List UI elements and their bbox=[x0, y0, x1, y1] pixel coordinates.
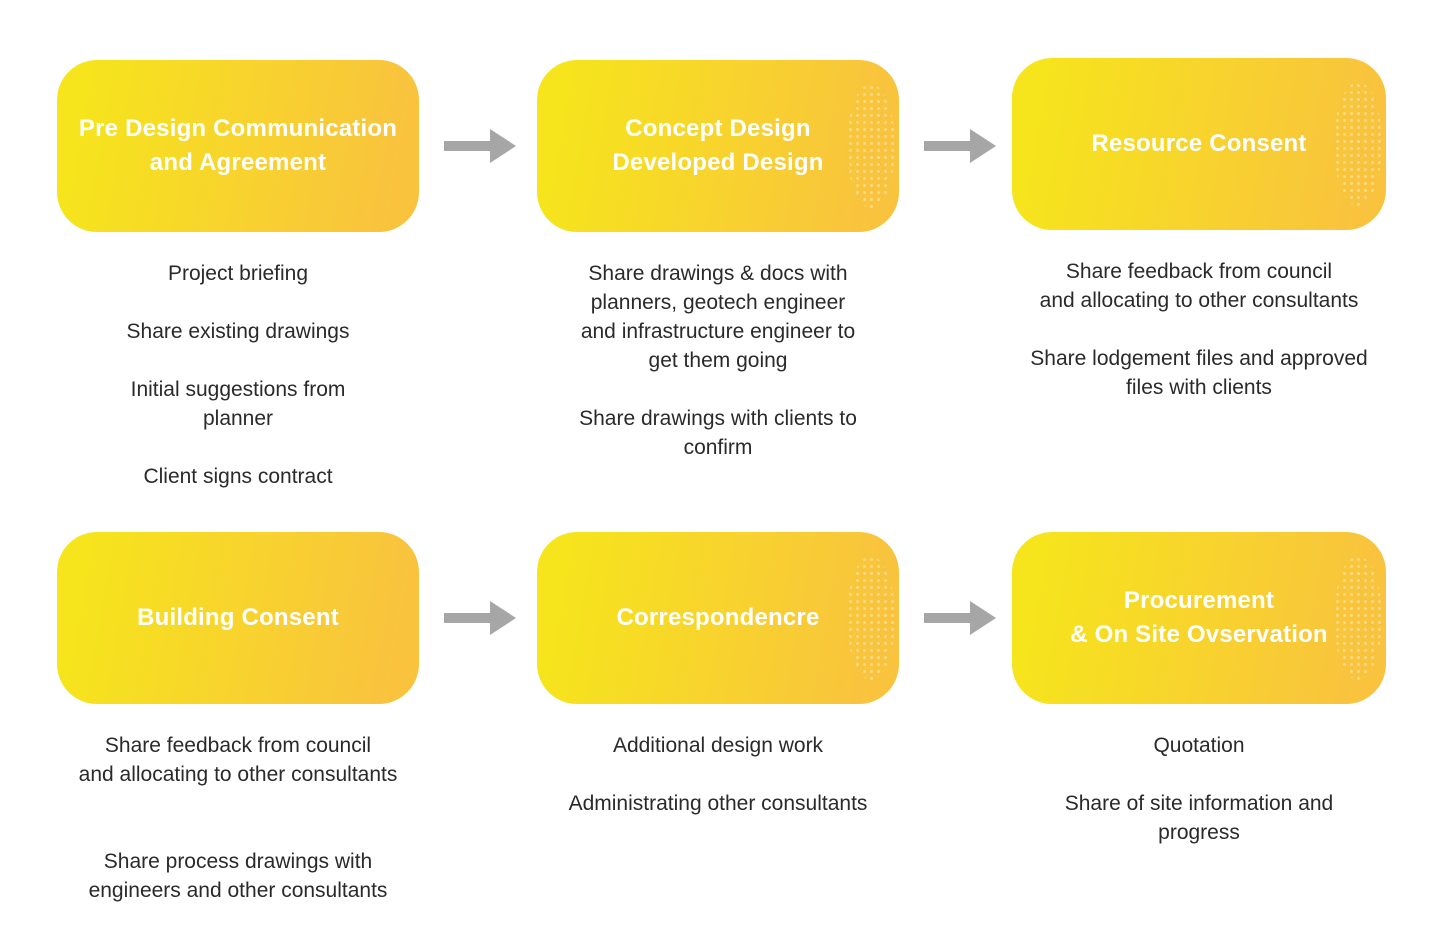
stage-correspondence: Correspondencre Additional design work A… bbox=[537, 532, 899, 847]
note-item: Share process drawings with engineers an… bbox=[88, 850, 388, 902]
stage-title: Resource Consent bbox=[1091, 130, 1307, 157]
note-item: Share of site information and progress bbox=[1064, 792, 1334, 844]
stage-box: Concept Design Developed Design bbox=[537, 60, 899, 232]
stage-title: Pre Design Communication and Agreement bbox=[78, 115, 398, 176]
stage-title: Concept Design Developed Design bbox=[612, 115, 824, 176]
stage-notes: Share drawings & docs with planners, geo… bbox=[537, 259, 899, 462]
stage-box: Resource Consent bbox=[1012, 58, 1386, 230]
note-item: Share feedback from council and allocati… bbox=[78, 734, 398, 786]
right-arrow-icon bbox=[444, 598, 516, 638]
stage-building-consent: Building Consent Share feedback from cou… bbox=[57, 532, 419, 934]
stage-notes: Share feedback from council and allocati… bbox=[1012, 257, 1386, 402]
note-item: Project briefing bbox=[167, 262, 309, 285]
right-arrow-icon bbox=[924, 598, 996, 638]
stage-box: Building Consent bbox=[57, 532, 419, 704]
stage-pre-design: Pre Design Communication and Agreement P… bbox=[57, 60, 419, 520]
stage-box: Procurement & On Site Ovservation bbox=[1012, 532, 1386, 704]
note-item: Share feedback from council and allocati… bbox=[1039, 260, 1359, 312]
note-item: Initial suggestions from planner bbox=[130, 378, 346, 430]
stage-title: Procurement & On Site Ovservation bbox=[1070, 587, 1328, 648]
note-item: Share lodgement files and approved files… bbox=[1030, 347, 1368, 399]
stage-notes: Project briefing Share existing drawings… bbox=[57, 259, 419, 491]
note-item: Share drawings & docs with planners, geo… bbox=[580, 262, 856, 372]
stage-box: Correspondencre bbox=[537, 532, 899, 704]
note-item: Quotation bbox=[1153, 734, 1245, 757]
note-item: Additional design work bbox=[612, 734, 824, 757]
stage-resource-consent: Resource Consent Share feedback from cou… bbox=[1012, 58, 1386, 431]
stage-notes: Quotation Share of site information and … bbox=[1012, 731, 1386, 847]
stage-title: Building Consent bbox=[137, 604, 339, 631]
right-arrow-icon bbox=[444, 126, 516, 166]
stage-notes: Additional design work Administrating ot… bbox=[537, 731, 899, 818]
note-item: Share drawings with clients to confirm bbox=[579, 407, 857, 459]
stage-box: Pre Design Communication and Agreement bbox=[57, 60, 419, 232]
stage-title: Correspondencre bbox=[616, 604, 820, 631]
stage-procurement-observation: Procurement & On Site Ovservation Quotat… bbox=[1012, 532, 1386, 876]
stage-concept-design: Concept Design Developed Design Share dr… bbox=[537, 60, 899, 491]
note-item: Client signs contract bbox=[143, 465, 333, 488]
note-item: Share existing drawings bbox=[126, 320, 350, 343]
note-item: Administrating other consultants bbox=[568, 792, 868, 815]
right-arrow-icon bbox=[924, 126, 996, 166]
stage-notes: Share feedback from council and allocati… bbox=[57, 731, 419, 905]
